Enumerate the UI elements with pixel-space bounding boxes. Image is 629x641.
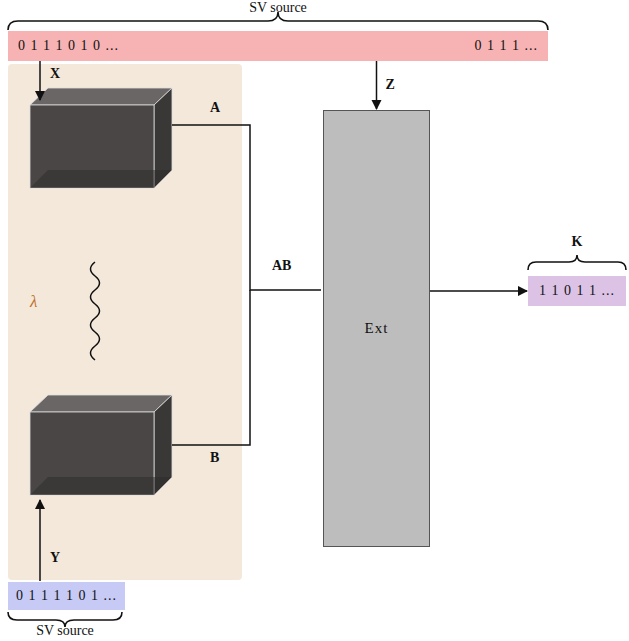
- signal-label: K: [572, 234, 583, 250]
- device-box: [30, 88, 172, 188]
- signal-label: B: [210, 450, 219, 466]
- node-text: 1 1 0 1 1 ...: [539, 283, 615, 299]
- node-text: 0 1 1 1 1 0 1 ...: [16, 588, 117, 604]
- signal-label: X: [50, 66, 60, 82]
- output-bit-box: 1 1 0 1 1 ...: [528, 276, 626, 306]
- panel-ground: [8, 64, 242, 580]
- signal-label: AB: [272, 258, 291, 274]
- node-text: Ext: [365, 320, 389, 337]
- bit-string-bar: 0 1 1 1 0 1 0 ... 0 1 1 1 ...: [8, 31, 548, 61]
- input-arrow: [39, 500, 41, 581]
- signal-label: A: [210, 100, 220, 116]
- device-panel: λ: [8, 64, 242, 580]
- hidden-variable-label: λ: [30, 292, 38, 312]
- source-label: SV source: [36, 623, 94, 639]
- node-text: 0 1 1 1 ...: [475, 38, 539, 54]
- input-arrow: [39, 61, 41, 100]
- extractor-box: Ext: [323, 110, 430, 547]
- source-label: SV source: [249, 0, 307, 16]
- connector-arrow: [376, 61, 378, 109]
- signal-label: Z: [386, 77, 395, 93]
- device-box: [30, 395, 172, 495]
- signal-label: Y: [50, 550, 60, 566]
- brace: [528, 255, 626, 270]
- connector-arrow: [430, 290, 527, 292]
- output-wire: [172, 125, 321, 290]
- correlation-wave: [91, 262, 100, 360]
- bit-string-bar: 0 1 1 1 1 0 1 ...: [8, 582, 125, 610]
- node-text: 0 1 1 1 0 1 0 ...: [18, 38, 119, 54]
- output-wire: [172, 290, 250, 445]
